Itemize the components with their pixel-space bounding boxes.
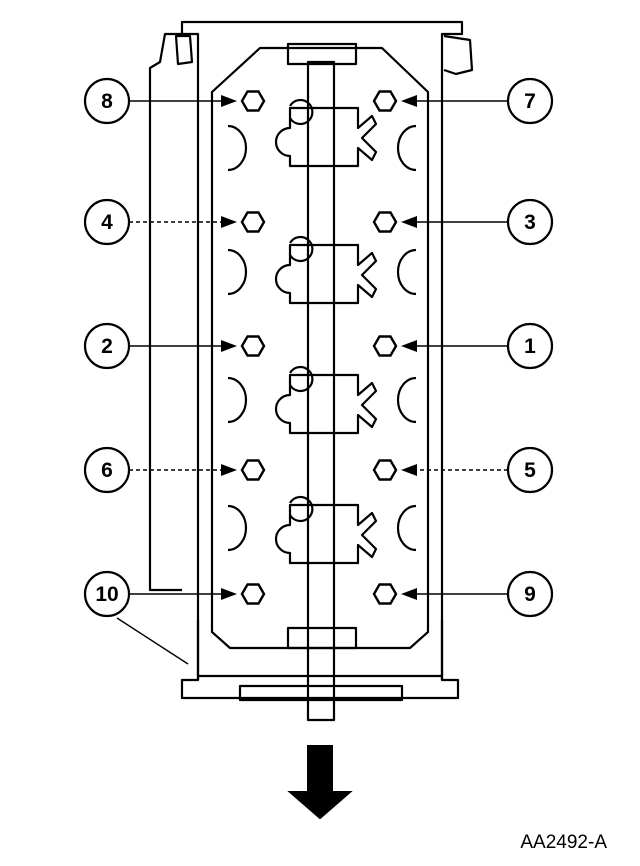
cam-lobe-4 [274,503,378,565]
camshaft [306,60,336,722]
callout-number: 6 [101,459,113,482]
callout-number: 8 [101,90,113,113]
arrow-head [221,95,237,107]
scallop-left-1 [227,124,248,172]
bolt-right-2 [372,211,398,233]
arrow-head [221,216,237,228]
callout-number: 2 [101,335,113,358]
callout-number: 3 [524,211,536,234]
inner-head-outline [210,46,430,650]
callout-number: 7 [524,90,536,113]
callout-right-3: 3 [401,198,554,246]
cam-lobe-1 [274,106,378,168]
callout-left-8: 8 [83,77,237,125]
scallop-left-3 [227,376,248,424]
cam-lobe-1-knob [289,98,314,126]
callout-left-10: 10 [83,570,237,618]
side-scallops [227,124,417,552]
arrow-head [401,95,417,107]
right-flange-bracket [443,34,474,76]
cam-lobe-2 [274,243,378,305]
callout-number: 1 [524,335,536,358]
scallop-right-2 [396,248,417,296]
arrow-head [401,216,417,228]
left-flange-bracket [174,34,194,66]
bolt-left-5 [240,583,266,605]
callout-number: 9 [524,583,536,606]
callout-left-4: 4 [83,198,237,246]
scallop-right-4 [396,504,417,552]
bolt-right-4 [372,459,398,481]
scallop-right-3 [396,376,417,424]
arrow-head [221,464,237,476]
arrow-head [221,340,237,352]
bottom-cam-cap [286,626,358,650]
arrow-head [401,464,417,476]
down-arrow-icon [287,745,353,820]
bolt-right-1 [372,90,398,112]
arrow-head [401,340,417,352]
base-plate [238,684,404,702]
scallop-right-1 [396,124,417,172]
top-cam-cap [286,42,358,66]
callout-10-secondary-leader [116,617,189,665]
cylinder-head-outline [180,20,464,700]
callout-number: 4 [101,211,113,234]
callout-left-2: 2 [83,322,237,370]
bolt-left-2 [240,211,266,233]
callout-right-7: 7 [401,77,554,125]
cam-lobe-3 [274,373,378,435]
callouts: 8 4 2 6 10 7 3 1 5 9 [83,77,554,665]
cam-lobe-3-knob [289,365,314,393]
callout-left-6: 6 [83,446,237,494]
cam-lobe-4-knob [289,495,314,523]
figure-id-label: AA2492-A [520,832,607,853]
head-bolts [240,90,398,605]
arrow-head [221,588,237,600]
bolt-right-5 [372,583,398,605]
bolt-left-3 [240,335,266,357]
callout-right-1: 1 [401,322,554,370]
callout-right-9: 9 [401,570,554,618]
bolt-left-1 [240,90,266,112]
bolt-right-3 [372,335,398,357]
scallop-left-4 [227,504,248,552]
scallop-left-2 [227,248,248,296]
callout-right-5: 5 [401,446,554,494]
left-flange [148,32,182,592]
callout-number: 5 [524,459,536,482]
cam-lobes [274,98,378,565]
cam-lobe-2-knob [289,235,314,263]
callout-number: 10 [95,583,118,606]
arrow-head [401,588,417,600]
bolt-left-4 [240,459,266,481]
